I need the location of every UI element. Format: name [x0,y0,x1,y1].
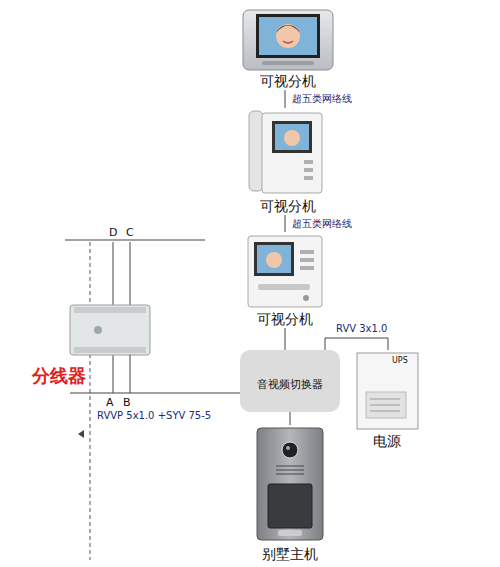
cable-label: RVV 3x1.0 [335,323,388,335]
door-station-unit: 别墅主机 [250,425,330,563]
pin-name: C [126,226,134,239]
screen-face [284,130,300,146]
bus-wire-dashed [90,242,91,560]
door-station [257,428,323,540]
cable-line [290,412,291,425]
pin-name: B [123,396,131,409]
camera-glint [286,446,290,450]
handset [249,111,263,191]
cable-label: 超五类网络线 [291,93,353,105]
screen-face [266,252,282,268]
cable-line [285,90,286,108]
monitor-button [300,258,314,262]
pin-name: D [109,226,117,239]
splitter-terminal [74,347,146,353]
av-switcher: 音视频切换器 [240,350,340,412]
monitor-unit: 可视分机 [240,8,335,90]
monitor-button [304,176,313,180]
cable-line [325,338,388,350]
screen-face [276,24,300,48]
call-button [278,530,302,536]
screen-mouth [283,41,293,43]
monitor-screen [259,17,317,55]
splitter-terminal [74,307,146,313]
cable-line [285,328,286,350]
device-heading: 分线器 [32,365,86,386]
device-marking: UPS [392,356,408,366]
power-plate-line [370,405,400,406]
monitor-frame [243,10,333,70]
cable-label: RVVP 5x1.0 +SYV 75-5 [96,410,212,422]
monitor-button [304,168,313,172]
speaker-grille [276,474,304,475]
device-label: 可视分机 [240,73,335,90]
monitor-keys [258,284,310,290]
screen-hair [276,25,300,33]
box-text: 音视频切换器 [240,378,340,392]
monitor-bezel [256,14,320,58]
device-label: 可视分机 [245,198,330,215]
monitor-button [304,160,313,164]
device-label: 可视分机 [240,311,330,328]
power-box [357,353,418,429]
monitor-screen [257,245,291,273]
monitor-bezel [272,121,312,153]
power-plate [366,392,406,418]
monitor-button [300,250,314,254]
monitor-body [248,236,322,307]
splitter-box [70,305,150,355]
bus-wire-a [113,355,114,393]
bus-wire-left [70,393,130,394]
power-supply: 电源 [352,350,422,450]
device-label: 别墅主机 [250,546,330,563]
monitor-body [262,113,322,193]
bus-wire-d [113,242,114,305]
pin-name: A [106,396,114,409]
power-plate-line [370,411,400,412]
bus-wire [65,240,205,241]
wire-arrow [78,430,84,438]
cable-line [130,355,240,393]
monitor-screen [275,124,309,150]
splitter-logo [94,326,102,334]
bus-wire-c [130,242,131,305]
cable-label: 超五类网络线 [291,218,353,230]
cable-line [285,215,286,232]
speaker-grille [276,470,304,471]
monitor-unit: 可视分机 [240,232,330,328]
monitor-buttons [262,61,314,65]
monitor-unit: 可视分机 [245,108,330,215]
card-reader [268,484,312,528]
device-label: 电源 [352,433,422,450]
monitor-button [300,266,314,270]
monitor-knob [303,295,309,301]
camera-lens [282,442,298,458]
monitor-bezel [254,242,294,276]
speaker-grille [276,466,304,467]
splitter: 分线器 [70,305,150,355]
power-plate-line [370,399,400,400]
